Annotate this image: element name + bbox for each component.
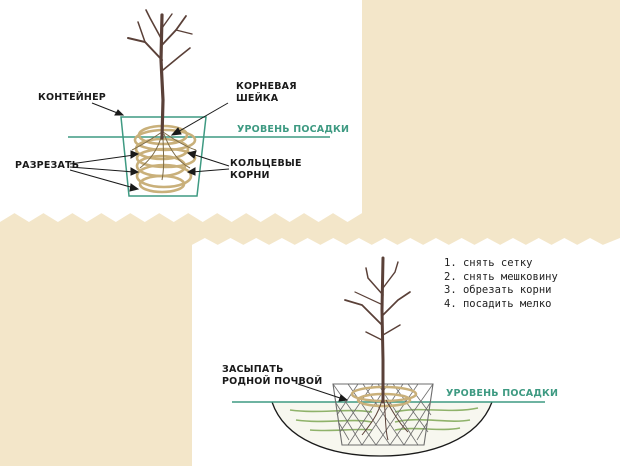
top-planting-level-label: УРОВЕНЬ ПОСАДКИ <box>237 124 350 135</box>
top-pointer-arrows <box>69 102 230 192</box>
planting-step: 4. посадить мелко <box>444 297 552 310</box>
bottom-planting-level-label: УРОВЕНЬ ПОСАДКИ <box>446 388 559 399</box>
root-collar-label-line2: ШЕЙКА <box>236 93 279 104</box>
cut-label: РАЗРЕЗАТЬ <box>15 160 80 171</box>
root-collar-label-line1: КОРНЕВАЯ <box>236 81 297 92</box>
backfill-arrow <box>297 383 349 402</box>
circling-roots <box>133 124 197 194</box>
container-outline <box>120 116 207 197</box>
backfill-label-line2: РОДНОЙ ПОЧВОЙ <box>222 376 323 387</box>
planting-steps-list: 1. снять сетку 2. снять мешковину 3. обр… <box>444 257 558 311</box>
planting-step: 1. снять сетку <box>444 257 533 269</box>
tree-top <box>127 9 193 140</box>
backfill-label-line1: ЗАСЫПАТЬ <box>222 364 284 375</box>
container-label: КОНТЕЙНЕР <box>38 92 106 103</box>
wire-basket <box>332 383 434 446</box>
planting-step: 3. обрезать корни <box>444 284 552 296</box>
planting-step: 2. снять мешковину <box>444 270 558 283</box>
bottom-tree <box>344 256 411 404</box>
bottom-root-strands <box>361 399 409 441</box>
planting-hole <box>271 401 493 457</box>
circling-roots-label-line2: КОРНИ <box>230 170 270 181</box>
circling-roots-label-line1: КОЛЬЦЕВЫЕ <box>230 158 302 169</box>
